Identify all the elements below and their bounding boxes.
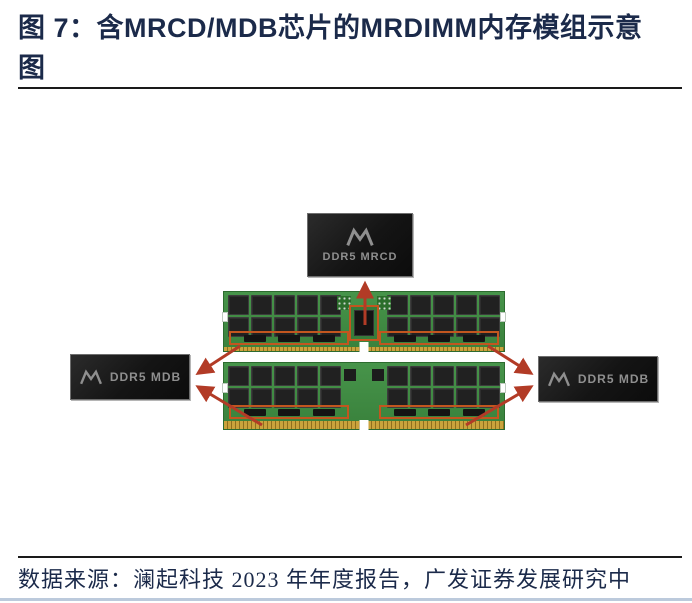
montage-logo-icon [79, 368, 102, 384]
dram-chip [410, 295, 431, 315]
dram-chip [410, 366, 431, 386]
dram-chip [297, 388, 318, 408]
mrcd-chip: DDR5 MRCD [307, 213, 413, 277]
dram-chip [433, 388, 454, 408]
module-notch [500, 383, 506, 393]
dram-chip [228, 295, 249, 315]
mdb-highlight-box-right [379, 331, 499, 345]
module-notch [222, 312, 228, 322]
dram-chip [387, 366, 408, 386]
key-notch [359, 342, 369, 352]
dram-row [228, 295, 500, 315]
smd-components [337, 296, 351, 310]
edge-connector-pins [224, 420, 504, 430]
dram-row [228, 366, 500, 386]
mrcd-chip-label: DDR5 MRCD [322, 251, 398, 263]
mrdimm-module-top [222, 291, 506, 352]
mdb-highlight-box-left [229, 331, 349, 345]
dram-chip [433, 366, 454, 386]
dram-group [387, 295, 500, 315]
dram-chip [479, 295, 500, 315]
mrdimm-module-bottom [222, 362, 506, 430]
dram-chip [228, 366, 249, 386]
figure-title: 图 7：含MRCD/MDB芯片的MRDIMM内存模组示意图 [18, 13, 643, 83]
dram-chip [274, 388, 295, 408]
dram-group [228, 295, 341, 315]
mdb-buffer-chip [278, 408, 300, 416]
title-divider [18, 87, 682, 89]
mdb-left-chip-label: DDR5 MDB [109, 370, 182, 384]
dram-group [387, 366, 500, 386]
mdb-buffer-chip [428, 408, 450, 416]
onboard-mrcd-chip [354, 310, 374, 336]
dram-chip-array [228, 366, 500, 408]
dram-chip [387, 388, 408, 408]
mdb-chip-left: DDR5 MDB [70, 354, 190, 400]
mdb-buffer-chip [393, 408, 416, 416]
smd-components [377, 296, 391, 310]
dram-chip [320, 388, 341, 408]
key-notch [359, 420, 369, 430]
mdb-buffer-chip [462, 334, 485, 342]
dram-chip [410, 388, 431, 408]
dram-chip [456, 295, 477, 315]
rcd-highlight-box [349, 305, 379, 341]
dram-chip [479, 366, 500, 386]
dram-chip [433, 295, 454, 315]
dram-chip [297, 366, 318, 386]
mdb-highlight-box-left [229, 405, 349, 419]
mdb-buffer-chip [278, 334, 300, 342]
edge-connector-pins [224, 342, 504, 352]
dram-group [228, 366, 341, 386]
mdb-right-chip-label: DDR5 MDB [577, 372, 650, 386]
mdb-buffer-chip [243, 408, 266, 416]
dram-chip [274, 366, 295, 386]
smd-components [344, 369, 356, 381]
footer-divider [18, 556, 682, 558]
dram-chip [297, 295, 318, 315]
dram-chip [251, 295, 272, 315]
mdb-chip-right: DDR5 MDB [538, 356, 658, 402]
mdb-buffer-chip [243, 334, 266, 342]
dram-chip [274, 295, 295, 315]
mdb-buffer-chip [312, 334, 335, 342]
data-source-note: 数据来源：澜起科技 2023 年年度报告，广发证券发展研究中 [18, 567, 632, 592]
page-bottom-divider [0, 598, 692, 601]
module-notch [500, 312, 506, 322]
mdb-buffer-chip [428, 334, 450, 342]
mdb-buffer-chip [312, 408, 335, 416]
smd-components [372, 369, 384, 381]
montage-logo-icon [346, 227, 374, 246]
dram-chip [456, 366, 477, 386]
mdb-buffer-chip [393, 334, 416, 342]
dram-chip [251, 366, 272, 386]
dram-chip [320, 366, 341, 386]
montage-logo-icon [547, 370, 570, 386]
mdb-highlight-box-right [379, 405, 499, 419]
mdb-buffer-chip [462, 408, 485, 416]
